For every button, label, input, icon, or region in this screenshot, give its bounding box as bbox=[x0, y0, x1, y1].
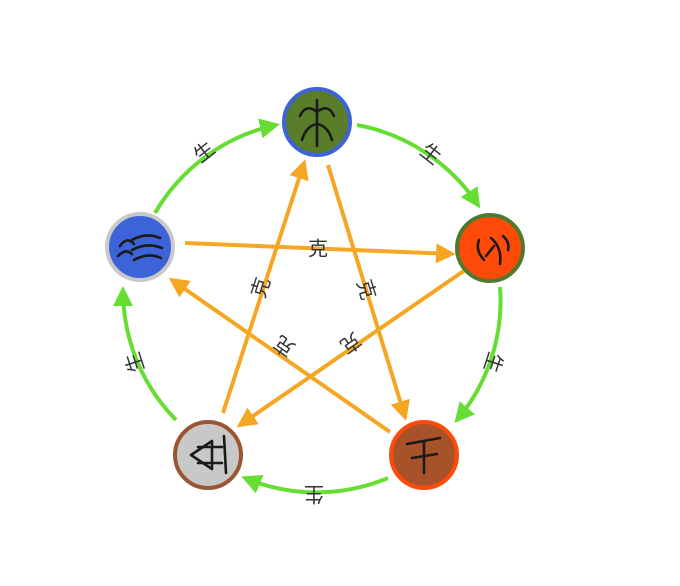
controlling-cycle bbox=[168, 159, 470, 434]
fire-seal-glyph-icon bbox=[476, 234, 510, 266]
metal-seal-glyph-icon bbox=[189, 434, 228, 475]
element-node-metal bbox=[173, 420, 243, 490]
sheng-label-fire-earth: 生 bbox=[479, 349, 508, 375]
element-node-water bbox=[105, 212, 175, 282]
metal-circle bbox=[173, 420, 243, 490]
ke-arrow-wood-to-earth bbox=[326, 164, 410, 421]
fire-circle bbox=[455, 213, 525, 283]
element-node-fire bbox=[455, 213, 525, 283]
ke-arrow-water-to-fire bbox=[184, 241, 456, 264]
ke-arrow-earth-to-water bbox=[168, 277, 392, 434]
sheng-label-water-wood: 生 bbox=[189, 136, 220, 167]
ke-arrow-metal-to-wood bbox=[221, 159, 309, 414]
sheng-label-metal-water: 生 bbox=[120, 349, 149, 375]
element-node-earth bbox=[389, 420, 459, 490]
earth-seal-glyph-icon bbox=[405, 436, 442, 475]
generating-cycle bbox=[112, 118, 503, 495]
ke-label-wood-earth: 克 bbox=[352, 276, 381, 302]
ke-label-water-fire: 克 bbox=[308, 237, 328, 261]
sheng-arrow-fire-to-earth bbox=[454, 286, 503, 424]
ke-label-metal-wood: 克 bbox=[246, 274, 275, 300]
sheng-arrow-wood-to-fire bbox=[356, 123, 481, 209]
sheng-label-earth-metal: 生 bbox=[304, 483, 324, 507]
sheng-arrow-metal-to-water bbox=[112, 286, 178, 422]
ke-arrow-fire-to-metal bbox=[236, 266, 470, 428]
water-seal-glyph-icon bbox=[116, 234, 164, 262]
sheng-arrow-water-to-wood bbox=[153, 118, 280, 215]
ke-label-earth-water: 克 bbox=[269, 331, 299, 362]
ke-labels: 克 克 克 克 克 bbox=[246, 237, 381, 362]
element-node-wood bbox=[282, 87, 352, 157]
sheng-arrow-earth-to-metal bbox=[241, 474, 389, 495]
wood-seal-glyph-icon bbox=[298, 98, 336, 148]
